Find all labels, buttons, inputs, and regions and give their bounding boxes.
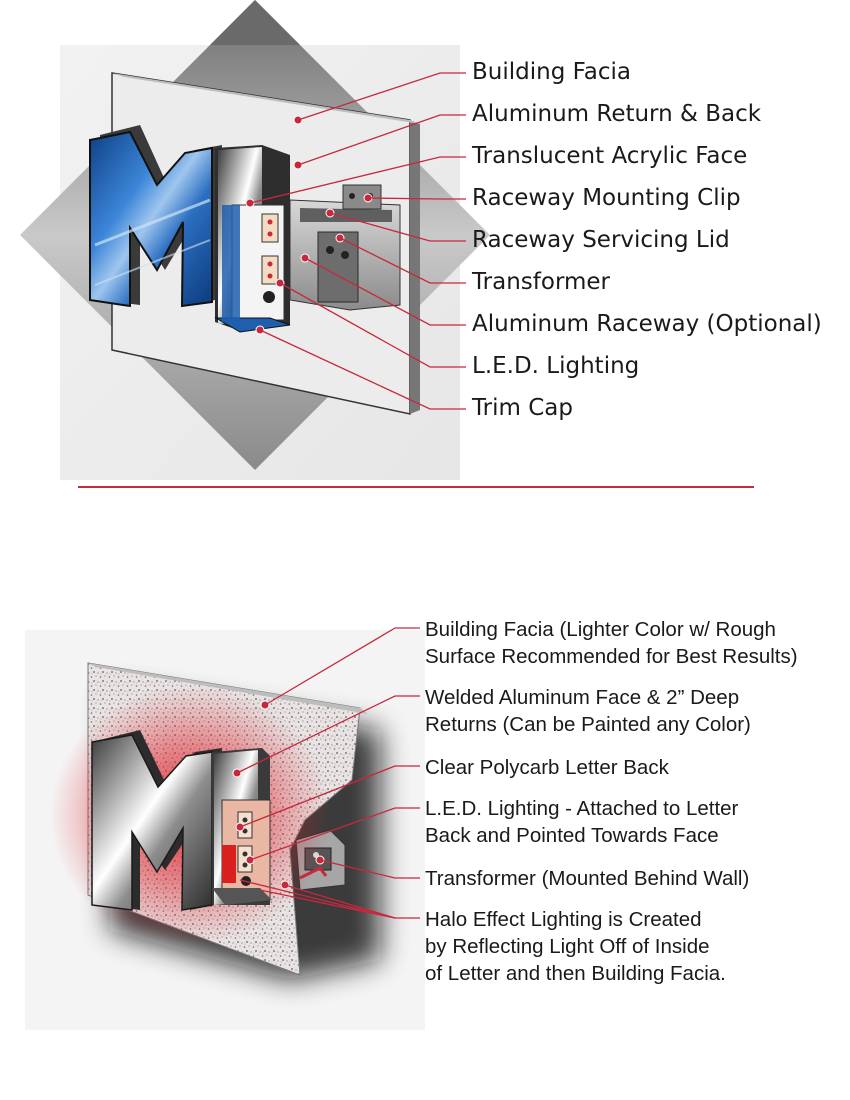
section-divider (78, 486, 754, 488)
label-trim-cap: Trim Cap (472, 395, 573, 421)
label-halo-effect: Halo Effect Lighting is Created by Refle… (425, 906, 726, 987)
label-transformer-behind-wall: Transformer (Mounted Behind Wall) (425, 865, 749, 892)
label-line: of Letter and then Building Facia. (425, 962, 726, 985)
label-line: L.E.D. Lighting - Attached to Letter (425, 797, 739, 820)
led-module-1 (261, 213, 279, 243)
label-line: Welded Aluminum Face & 2” Deep (425, 686, 740, 709)
label-clear-polycarb-back: Clear Polycarb Letter Back (425, 754, 669, 781)
raceway-assembly (289, 184, 401, 311)
channel-letter-i-cutaway (214, 145, 291, 333)
label-building-facia-textured: Building Facia (Lighter Color w/ Rough S… (425, 616, 798, 670)
label-raceway-mounting-clip: Raceway Mounting Clip (472, 185, 741, 211)
label-raceway-servicing-lid: Raceway Servicing Lid (472, 227, 730, 253)
label-welded-aluminum-face: Welded Aluminum Face & 2” Deep Returns (… (425, 684, 751, 738)
label-transformer: Transformer (472, 269, 611, 295)
label-translucent-acrylic-face: Translucent Acrylic Face (472, 143, 748, 169)
label-building-facia: Building Facia (472, 59, 631, 85)
channel-letter-illustration (20, 0, 490, 480)
label-line: by Reflecting Light Off of Inside (425, 935, 710, 958)
label-aluminum-raceway: Aluminum Raceway (Optional) (472, 311, 822, 337)
label-led-lighting-halo: L.E.D. Lighting - Attached to Letter Bac… (425, 795, 738, 849)
label-line: Clear Polycarb Letter Back (425, 756, 669, 779)
label-aluminum-return-back: Aluminum Return & Back (472, 101, 762, 127)
label-line: Building Facia (Lighter Color w/ Rough (425, 618, 776, 641)
label-line: Surface Recommended for Best Results) (425, 645, 798, 668)
label-line: Transformer (Mounted Behind Wall) (425, 867, 750, 890)
channel-letter-m (89, 125, 222, 308)
led-module-2 (261, 255, 279, 285)
label-line: Back and Pointed Towards Face (425, 824, 719, 847)
label-led-lighting: L.E.D. Lighting (472, 353, 640, 379)
halo-letter-m (91, 730, 222, 911)
label-line: Halo Effect Lighting is Created (425, 908, 702, 931)
halo-letter-illustration (25, 627, 425, 1030)
label-line: Returns (Can be Painted any Color) (425, 713, 751, 736)
